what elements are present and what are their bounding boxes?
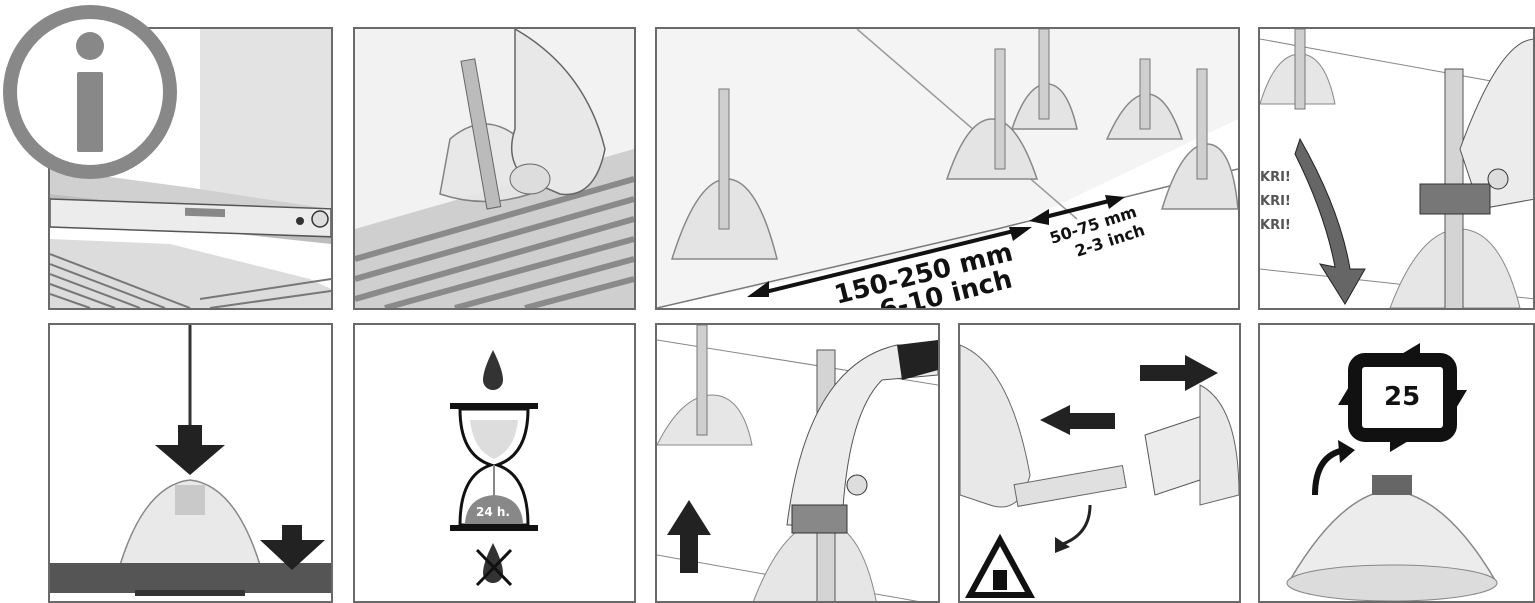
sound-kri-1: KRI! <box>1260 170 1291 185</box>
reuse-illustration: 25 <box>1260 325 1533 601</box>
press-down-illustration <box>50 325 331 601</box>
sound-kri-2: KRI! <box>1260 194 1291 209</box>
hourglass-illustration: 24 h. <box>355 325 634 601</box>
spacing-illustration: 150-250 mm 6-10 inch 50-75 mm 2-3 inch <box>657 29 1238 308</box>
reuse-count: 25 <box>1384 382 1420 412</box>
cure-time-label: 24 h. <box>476 505 510 519</box>
remove-cap-illustration <box>960 325 1239 601</box>
recycle-icon <box>964 533 1036 598</box>
panel-press-down <box>48 323 333 603</box>
panel-spacing: 150-250 mm 6-10 inch 50-75 mm 2-3 inch <box>655 27 1240 310</box>
panel-release-pliers <box>655 323 940 603</box>
panel-tighten-sound: KRI! KRI! KRI! <box>1258 27 1535 310</box>
water-drop-icon <box>483 350 503 390</box>
sound-kri-3: KRI! <box>1260 218 1291 233</box>
panel-insert-clip <box>353 27 636 310</box>
tighten-illustration: KRI! KRI! KRI! <box>1260 29 1533 308</box>
panel-cure-time: 24 h. <box>353 323 636 603</box>
panel-reuse: 25 <box>1258 323 1535 603</box>
panel-remove-cap <box>958 323 1241 603</box>
info-icon <box>0 0 185 185</box>
pliers-illustration <box>657 325 938 601</box>
insert-clip-illustration <box>355 29 634 308</box>
